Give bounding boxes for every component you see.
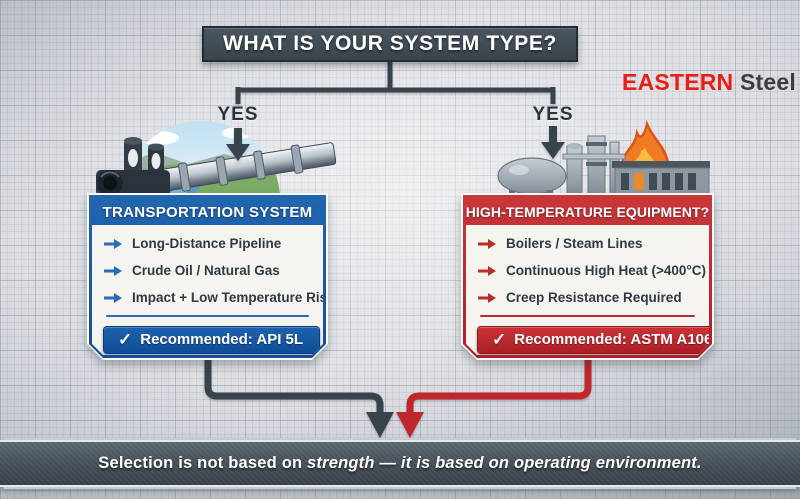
title-box: WHAT IS YOUR SYSTEM TYPE? <box>202 26 578 62</box>
card-body: Boilers / Steam Lines Continuous High He… <box>466 225 709 355</box>
right-arrow-icon <box>103 238 123 250</box>
recommendation-label: Recommended: ASTM A106 <box>514 331 713 348</box>
brand-logo: EASTERN Steel <box>620 69 798 96</box>
check-icon: ✓ <box>118 330 133 349</box>
recommendation-badge-api5l: ✓ Recommended: API 5L <box>103 326 320 354</box>
item-label: Long-Distance Pipeline <box>132 236 282 251</box>
page-title: WHAT IS YOUR SYSTEM TYPE? <box>223 32 557 55</box>
conclusion-banner: Selection is not based on strength — it … <box>0 440 800 487</box>
list-item: Impact + Low Temperature Risk <box>103 284 312 311</box>
yes-label-right: YES <box>532 104 574 125</box>
list-item: Continuous High Heat (>400°C) <box>477 257 698 284</box>
item-label: Boilers / Steam Lines <box>506 236 643 251</box>
right-arrow-icon <box>477 265 497 277</box>
conclusion-text: Selection is not based on strength — it … <box>98 454 701 473</box>
transportation-card: TRANSPORTATION SYSTEM Long-Distance Pipe… <box>87 193 328 360</box>
high-temperature-card: HIGH-TEMPERATURE EQUIPMENT? Boilers / St… <box>461 193 714 360</box>
brand-name-primary: EASTERN <box>622 69 734 95</box>
list-item: Crude Oil / Natural Gas <box>103 257 312 284</box>
list-item: Long-Distance Pipeline <box>103 230 312 257</box>
recommendation-badge-astm-a106: ✓ Recommended: ASTM A106 <box>477 326 729 354</box>
check-icon: ✓ <box>492 330 507 349</box>
brand-name-secondary: Steel <box>739 69 796 95</box>
list-item: Boilers / Steam Lines <box>477 230 698 257</box>
yes-label-left: YES <box>217 104 259 125</box>
right-arrow-icon <box>477 238 497 250</box>
transportation-card-header: TRANSPORTATION SYSTEM <box>102 203 313 221</box>
conclusion-part-2: strength <box>307 454 375 472</box>
right-arrow-icon <box>477 292 497 304</box>
item-label: Continuous High Heat (>400°C) <box>506 263 707 278</box>
conclusion-part-1: Selection is not based on <box>98 454 308 472</box>
conclusion-part-3: — it is based on operating environment. <box>374 454 702 472</box>
right-arrow-icon <box>103 265 123 277</box>
item-label: Creep Resistance Required <box>506 290 682 305</box>
recommendation-label: Recommended: API 5L <box>140 331 304 348</box>
card-body: Long-Distance Pipeline Crude Oil / Natur… <box>92 225 323 355</box>
item-label: Crude Oil / Natural Gas <box>132 263 280 278</box>
list-item: Creep Resistance Required <box>477 284 698 311</box>
divider <box>106 315 309 317</box>
item-label: Impact + Low Temperature Risk <box>132 290 335 305</box>
divider <box>480 315 695 317</box>
high-temperature-card-header: HIGH-TEMPERATURE EQUIPMENT? <box>465 204 710 220</box>
right-arrow-icon <box>103 292 123 304</box>
